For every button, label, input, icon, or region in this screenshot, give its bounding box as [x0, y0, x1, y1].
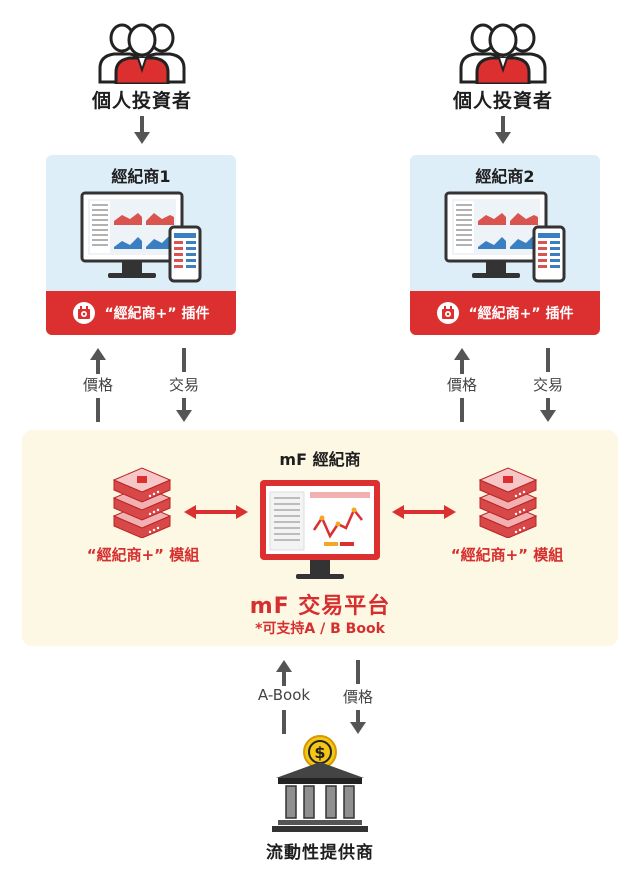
- flow-label-price-bottom: 價格: [342, 688, 373, 706]
- flow-label-trade-left: 交易: [168, 376, 199, 394]
- plugin-icon: [73, 302, 96, 324]
- plugin-label-2: “經紀商+” 插件: [468, 306, 574, 322]
- flow-label-a-book: A-Book: [257, 686, 311, 704]
- arrow-line: [460, 398, 464, 422]
- plugin-label-1: “經紀商+” 插件: [104, 306, 210, 322]
- bidirectional-arrow-icon-right: [392, 505, 456, 519]
- svg-text:$: $: [314, 743, 325, 762]
- investor-label-right: 個人投資者: [452, 90, 553, 112]
- platform-name: mF 交易平台: [249, 594, 391, 619]
- arrow-up-icon: [276, 660, 292, 686]
- module-label-left: “經紀商+” 模組: [86, 546, 200, 564]
- investor-group-icon-left: [98, 23, 186, 84]
- flow-label-price-left: 價格: [82, 376, 113, 394]
- arrow-down-icon: [540, 398, 556, 422]
- arrow-up-icon: [454, 348, 470, 374]
- platform-monitor-icon: [260, 480, 380, 579]
- platform-note: *可支持A / B Book: [255, 621, 385, 637]
- broker-title-1: 經紀商1: [111, 167, 171, 186]
- arrow-line: [546, 348, 550, 372]
- bank-coin-icon: $: [272, 735, 368, 832]
- plugin-bar-1: “經紀商+” 插件: [46, 291, 236, 335]
- investor-label-left: 個人投資者: [91, 90, 192, 112]
- arrow-up-icon: [90, 348, 106, 374]
- broker-panel-1: 經紀商1 “經紀商+” 插件: [46, 155, 236, 335]
- bidirectional-arrow-icon-left: [184, 505, 248, 519]
- arrow-down-icon: [176, 398, 192, 422]
- arrow-down-icon: [495, 116, 511, 144]
- arrow-down-icon: [134, 116, 150, 144]
- server-stack-icon-left: [112, 467, 172, 538]
- arrow-down-icon: [350, 710, 366, 734]
- module-label-right: “經紀商+” 模組: [450, 546, 564, 564]
- broker-panel-2: 經紀商2 “經紀商+” 插件: [410, 155, 600, 335]
- flow-label-price-right: 價格: [446, 376, 477, 394]
- flow-label-trade-right: 交易: [532, 376, 563, 394]
- broker-title-2: 經紀商2: [475, 167, 535, 186]
- arrow-line: [182, 348, 186, 372]
- server-stack-icon-right: [478, 467, 538, 538]
- arrow-line: [282, 710, 286, 734]
- arrow-line: [356, 660, 360, 684]
- plugin-bar-2: “經紀商+” 插件: [410, 291, 600, 335]
- arrow-line: [96, 398, 100, 422]
- plugin-icon: [437, 302, 460, 324]
- trading-monitor-icon: [80, 191, 202, 283]
- investor-group-icon-right: [459, 23, 547, 84]
- trading-monitor-icon: [444, 191, 566, 283]
- platform-title: mF 經紀商: [279, 450, 361, 469]
- liquidity-provider-label: 流動性提供商: [266, 843, 374, 863]
